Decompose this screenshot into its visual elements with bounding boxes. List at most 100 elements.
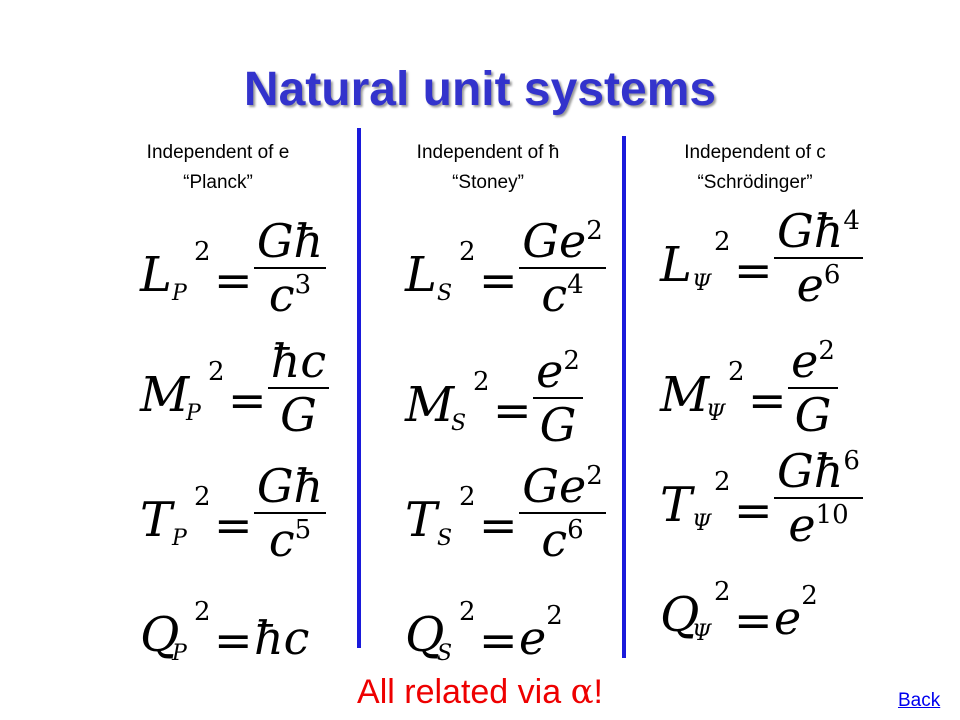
fraction-numerator: e2 bbox=[536, 344, 580, 398]
exponent: 2 bbox=[586, 216, 603, 246]
exponent: 2 bbox=[586, 461, 603, 491]
equation-exponent: 2 bbox=[714, 227, 731, 257]
equation-exponent: 2 bbox=[208, 357, 225, 387]
fraction-denominator: G bbox=[794, 388, 832, 442]
equation-exponent: 2 bbox=[714, 467, 731, 497]
equation-exponent: 2 bbox=[728, 357, 745, 387]
equation-lhs-symbol: T bbox=[405, 492, 438, 548]
equation-subscript: Ψ bbox=[706, 401, 726, 426]
equation-lhs-symbol: L bbox=[140, 247, 172, 303]
equals-sign: = bbox=[214, 498, 253, 552]
column-independence-label: Independent of c bbox=[684, 142, 826, 163]
fraction-numerator: Ge2 bbox=[522, 459, 603, 513]
equals-sign: = bbox=[734, 593, 773, 647]
fraction-numerator: ħc bbox=[270, 334, 327, 388]
fraction-numerator: Għ bbox=[256, 214, 324, 268]
equation-lhs-symbol: M bbox=[140, 367, 190, 423]
exponent: 3 bbox=[294, 270, 312, 300]
column-independence-label: Independent of ħ bbox=[416, 142, 560, 163]
equation-rhs: e2 bbox=[774, 581, 818, 645]
fraction-bar bbox=[533, 397, 583, 399]
exponent: 2 bbox=[546, 601, 563, 631]
fraction-numerator: Għ6 bbox=[777, 444, 860, 498]
fraction-denominator: G bbox=[539, 398, 577, 452]
equation-lhs-symbol: T bbox=[140, 492, 173, 548]
equation-exponent: 2 bbox=[459, 482, 476, 512]
equals-sign: = bbox=[214, 253, 253, 307]
exponent: 4 bbox=[843, 206, 860, 236]
footer-prefix: All related via bbox=[357, 673, 571, 711]
equation-lhs-symbol: M bbox=[405, 377, 455, 433]
fraction-bar bbox=[268, 387, 329, 389]
fraction-denominator: G bbox=[280, 388, 317, 442]
exponent: 6 bbox=[567, 515, 584, 545]
equals-sign: = bbox=[479, 253, 518, 307]
fraction-numerator: Għ4 bbox=[777, 204, 860, 258]
equals-sign: = bbox=[479, 498, 518, 552]
exponent: 2 bbox=[563, 346, 580, 376]
equals-sign: = bbox=[734, 483, 773, 537]
equals-sign: = bbox=[228, 373, 267, 427]
equation-exponent: 2 bbox=[459, 237, 476, 267]
column-system-name: “Schrödinger” bbox=[697, 172, 813, 193]
equation-subscript: S bbox=[437, 281, 453, 306]
equation-exponent: 2 bbox=[194, 237, 211, 267]
footer-suffix: ! bbox=[593, 673, 603, 711]
equals-sign: = bbox=[748, 373, 787, 427]
column-heading-schrodinger: Independent of c “Schrödinger” bbox=[625, 138, 885, 198]
column-system-name: “Planck” bbox=[183, 172, 253, 193]
fraction-bar bbox=[519, 512, 606, 514]
exponent: 4 bbox=[567, 270, 584, 300]
equation-subscript: Ψ bbox=[692, 271, 712, 296]
column-system-name: “Stoney” bbox=[452, 172, 524, 193]
equals-sign: = bbox=[734, 243, 773, 297]
fraction-bar bbox=[788, 387, 838, 389]
fraction-bar bbox=[774, 257, 863, 259]
equals-sign: = bbox=[214, 613, 253, 667]
column-heading-stoney: Independent of ħ “Stoney” bbox=[358, 138, 618, 198]
exponent: 10 bbox=[815, 500, 849, 530]
fraction-bar bbox=[519, 267, 606, 269]
fraction-denominator: c4 bbox=[541, 268, 584, 322]
alpha-symbol: α bbox=[570, 672, 594, 712]
column-independence-label: Independent of e bbox=[146, 142, 290, 163]
equals-sign: = bbox=[479, 613, 518, 667]
equation-exponent: 2 bbox=[459, 597, 476, 627]
fraction-denominator: e10 bbox=[788, 498, 849, 552]
equation-lhs-symbol: L bbox=[405, 247, 437, 303]
fraction-denominator: e6 bbox=[796, 258, 841, 312]
equation-exponent: 2 bbox=[194, 597, 211, 627]
exponent: 5 bbox=[294, 515, 312, 545]
equation-exponent: 2 bbox=[473, 367, 490, 397]
equation-subscript: S bbox=[451, 411, 467, 436]
fraction-denominator: c3 bbox=[268, 268, 312, 322]
equation-subscript: S bbox=[437, 641, 453, 666]
column-divider-left bbox=[357, 128, 361, 648]
column-divider-right bbox=[622, 136, 626, 658]
exponent: 6 bbox=[823, 260, 841, 290]
exponent: 2 bbox=[801, 581, 818, 611]
equation-rhs: e2 bbox=[519, 601, 563, 665]
equation-subscript: P bbox=[172, 641, 187, 666]
fraction-numerator: Ge2 bbox=[522, 214, 603, 268]
fraction-numerator: e2 bbox=[791, 334, 835, 388]
back-link[interactable]: Back bbox=[898, 690, 941, 711]
exponent: 6 bbox=[843, 446, 860, 476]
fraction-bar bbox=[254, 267, 326, 269]
